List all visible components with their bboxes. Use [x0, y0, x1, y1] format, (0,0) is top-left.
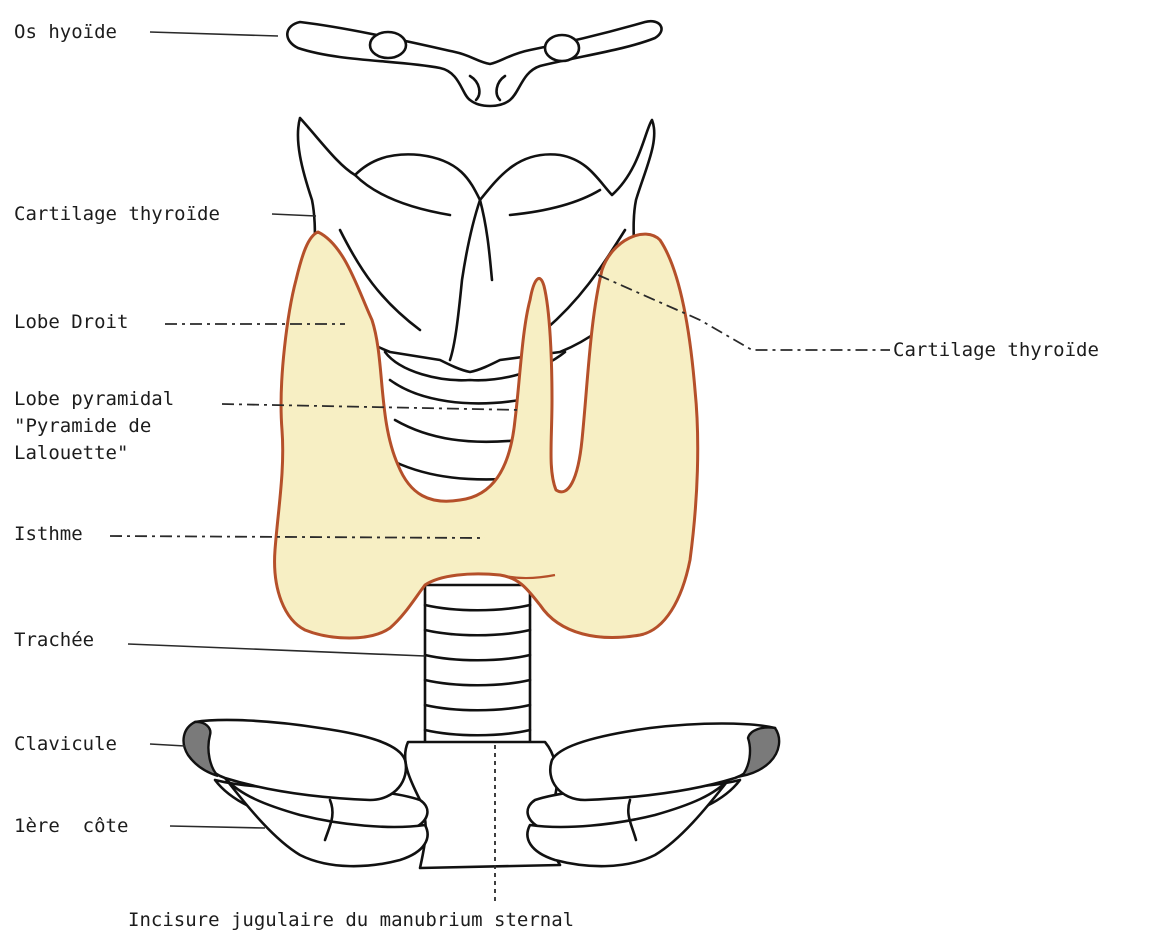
label-incisure-jugulaire: Incisure jugulaire du manubrium sternal [128, 909, 574, 931]
label-trachee: Trachée [14, 629, 94, 651]
label-lobe-pyramidal-2: "Pyramide de [14, 415, 151, 437]
label-lobe-pyramidal-1: Lobe pyramidal [14, 388, 174, 410]
label-lobe-droit: Lobe Droit [14, 311, 128, 333]
trachea [425, 585, 530, 750]
label-clavicule: Clavicule [14, 733, 117, 755]
label-cartilage-thyroide-right: Cartilage thyroïde [893, 339, 1099, 361]
label-premiere-cote: 1ère côte [14, 815, 128, 837]
label-lobe-pyramidal-3: Lalouette" [14, 442, 128, 464]
label-os-hyoide: Os hyoïde [14, 21, 117, 43]
clavicles-and-ribs [184, 720, 780, 868]
label-cartilage-thyroide-left: Cartilage thyroïde [14, 203, 220, 225]
hyoid-bone [287, 21, 661, 106]
label-isthme: Isthme [14, 523, 83, 545]
